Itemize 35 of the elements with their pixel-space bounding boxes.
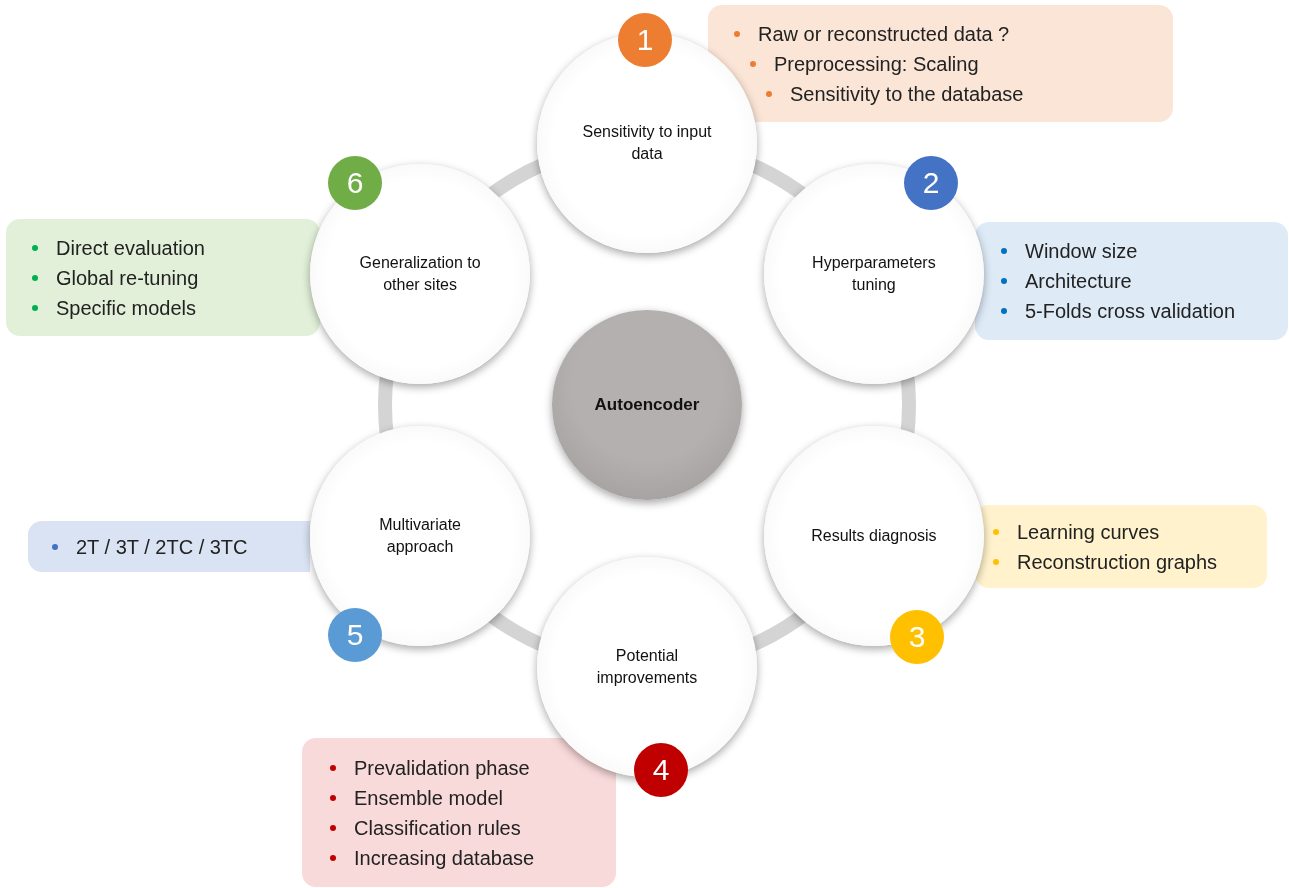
bullet-list-panel xyxy=(975,505,1267,588)
step-label: Sensitivity to input data xyxy=(581,121,713,164)
step-label: Potential improvements xyxy=(595,645,699,688)
bullet-list-panel xyxy=(302,738,616,887)
step-label: Hyperparameters tuning xyxy=(811,252,937,295)
bullet-item: Global re-tuning xyxy=(56,265,199,291)
number-badge: 1 xyxy=(618,13,672,67)
bullet-item: Sensitivity to the database xyxy=(790,81,1024,107)
bullet-item: Classification rules xyxy=(354,815,521,841)
bullet-item: Ensemble model xyxy=(354,785,503,811)
number-badge: 2 xyxy=(904,156,958,210)
bullet-item: Increasing database xyxy=(354,845,535,871)
bullet-item: Architecture xyxy=(1025,269,1132,294)
bullet-item: Specific models xyxy=(56,295,197,321)
bullet-list-panel xyxy=(708,5,1173,122)
bullet-list-panel xyxy=(28,521,310,572)
step-label: Results diagnosis xyxy=(811,525,937,546)
step-label: Generalization to other sites xyxy=(358,252,482,295)
bullet-item: 2T / 3T / 2TC / 3TC xyxy=(76,534,248,560)
bullet-item: Direct evaluation xyxy=(56,235,205,261)
number-badge: 5 xyxy=(328,608,382,662)
number-badge: 6 xyxy=(328,156,382,210)
number-badge: 4 xyxy=(634,743,688,797)
number-badge: 3 xyxy=(890,610,944,664)
bullet-item: Preprocessing: Scaling xyxy=(774,51,979,77)
step-label: Multivariate approach xyxy=(378,514,462,557)
bullet-item: 5-Folds cross validation xyxy=(1025,299,1236,324)
bullet-item: Prevalidation phase xyxy=(354,755,530,781)
bullet-item: Learning curves xyxy=(1017,519,1160,545)
bullet-item: Reconstruction graphs xyxy=(1017,549,1218,575)
bullet-list-panel xyxy=(6,219,320,336)
bullet-list-panel xyxy=(975,222,1288,340)
step-label: Autoencoder xyxy=(594,394,700,417)
bullet-item: Raw or reconstructed data ? xyxy=(758,21,1010,47)
bullet-item: Window size xyxy=(1025,239,1138,264)
